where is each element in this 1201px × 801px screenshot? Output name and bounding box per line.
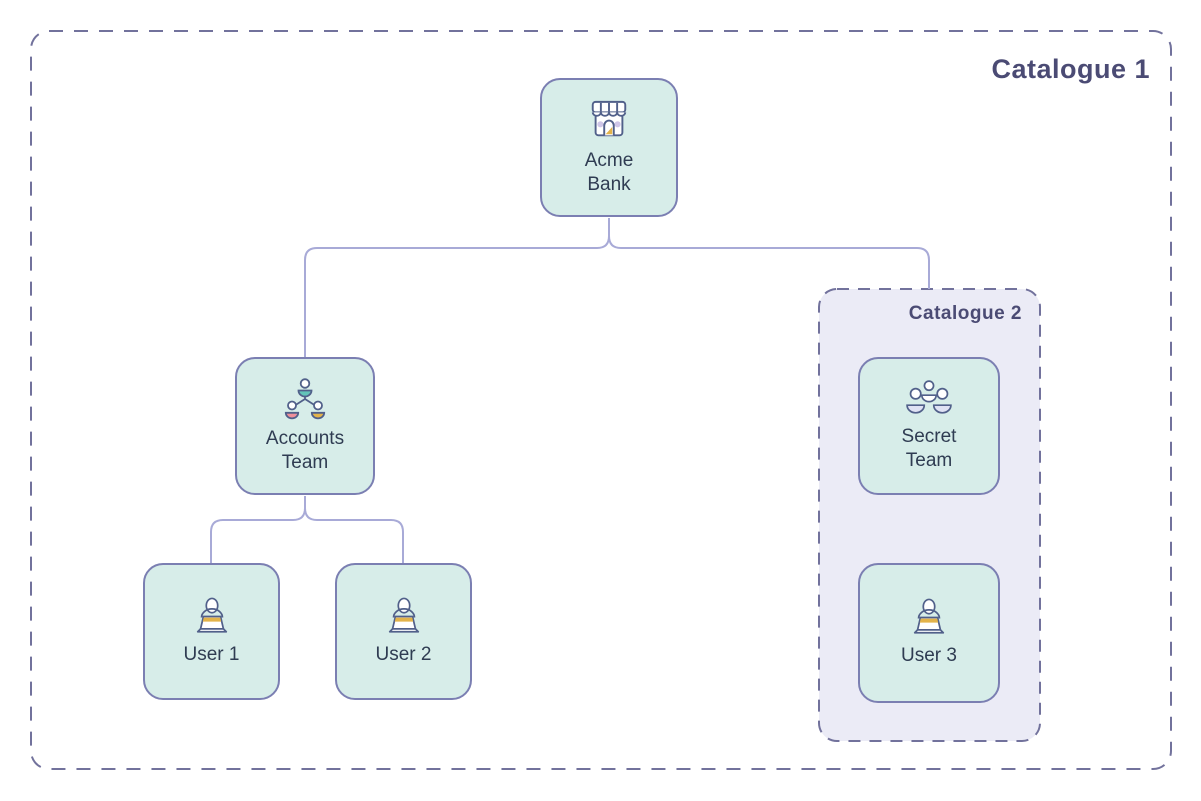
node-user2: User 2 [335,563,472,700]
person-laptop-icon [382,597,426,637]
people-group-icon [902,379,956,419]
node-label-accounts-team: Accounts Team [265,428,345,473]
edge-accounts-user1 [210,496,306,563]
node-label-user1: User 1 [183,643,240,665]
person-laptop-icon [907,598,951,638]
node-label-user3: User 3 [901,645,957,667]
edge-acme-accounts [304,218,610,357]
node-user1: User 1 [143,563,280,700]
node-label-user2: User 2 [375,643,432,665]
catalogue1-boundary [30,30,1172,770]
storefront-icon [586,99,632,143]
node-secret-team: Secret Team [858,357,1000,495]
node-accounts-team: Accounts Team [235,357,375,495]
person-laptop-icon [190,597,234,637]
team-hierarchy-icon [279,377,331,421]
node-user3: User 3 [858,563,1000,703]
node-acme-bank: Acme Bank [540,78,678,217]
node-label-acme-bank: Acme Bank [584,149,634,195]
catalogue2-label: Catalogue 2 [908,303,1022,324]
node-label-secret-team: Secret Team [901,426,957,471]
edge-acme-catalogue2 [608,218,930,289]
catalogue1-label: Catalogue 1 [991,54,1150,84]
edge-accounts-user2 [304,496,404,563]
